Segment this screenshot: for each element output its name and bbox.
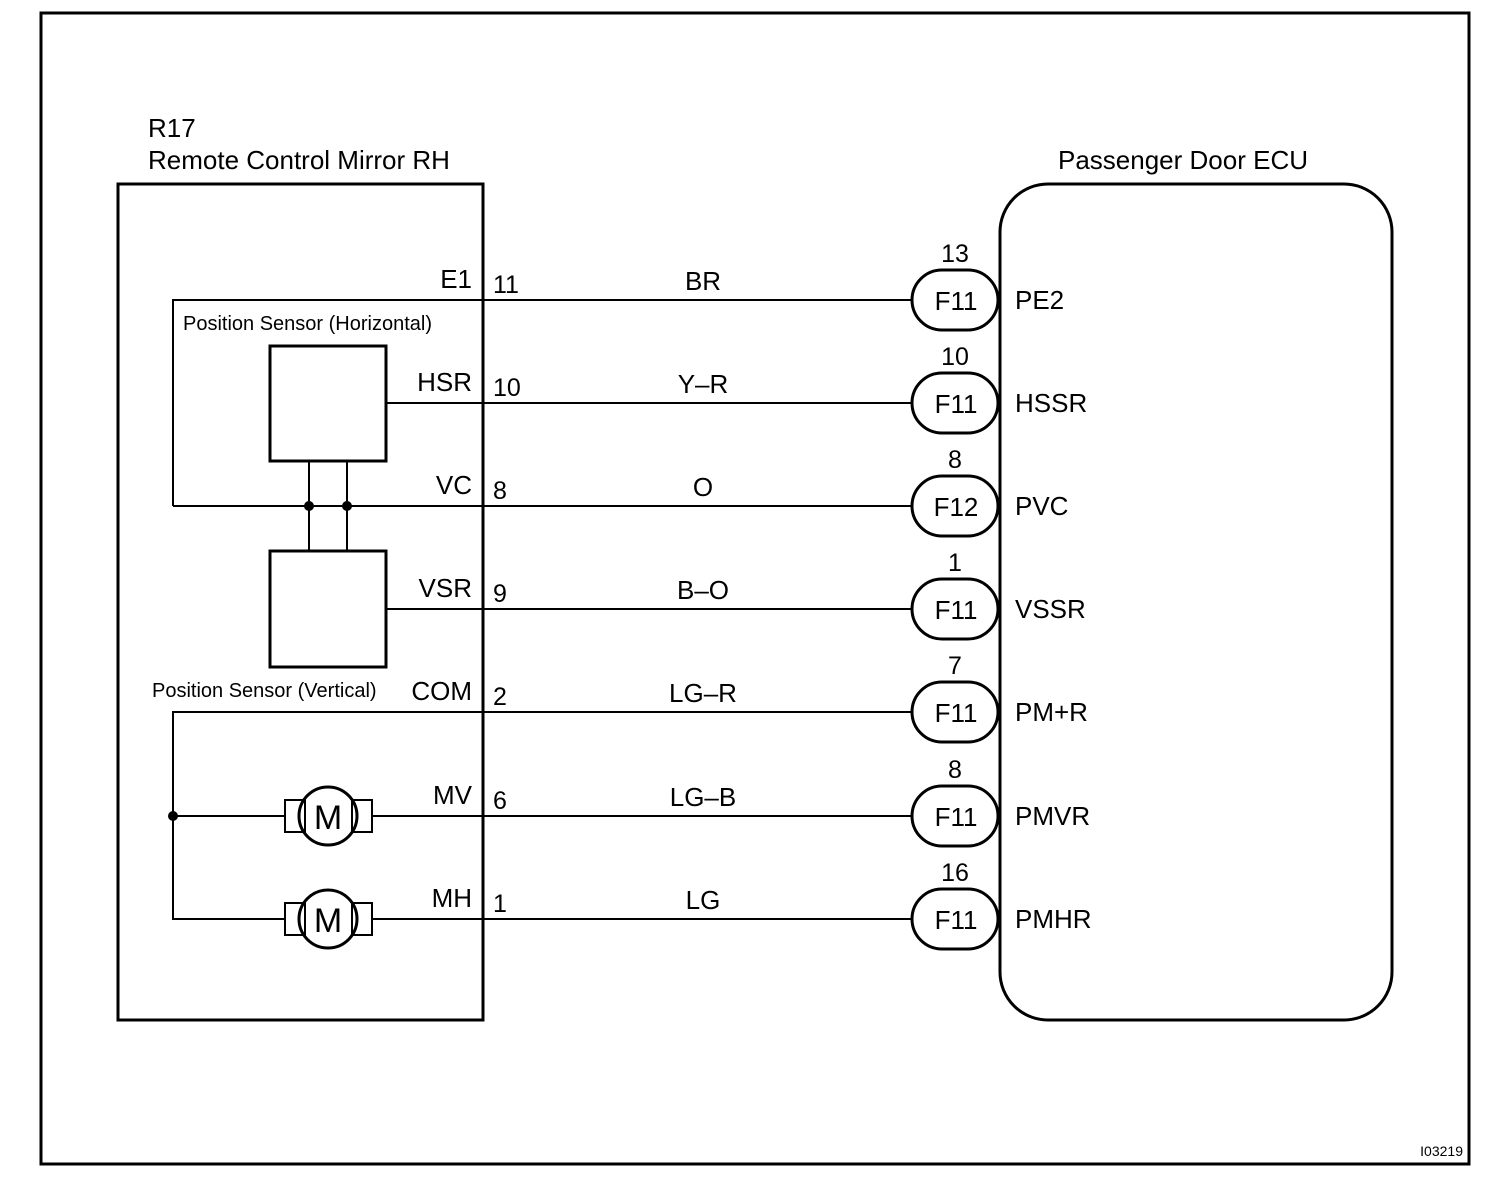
connector-capsule	[910, 474, 1000, 538]
motor-horizontal-symbol: M	[314, 902, 342, 940]
mirror-terminal-label: HSR	[417, 367, 472, 397]
connector-capsule	[910, 577, 1000, 641]
wire-color-label: BR	[685, 266, 721, 296]
ecu-terminal-label: PE2	[1015, 285, 1064, 315]
mirror-pin-number: 10	[493, 374, 521, 402]
ecu-terminal-label: PMHR	[1015, 904, 1092, 934]
mirror-pin-number: 2	[493, 683, 507, 711]
connector-code: F11	[935, 286, 978, 316]
sensor-horizontal-label: Position Sensor (Horizontal)	[183, 313, 432, 335]
wire-color-label: LG–R	[669, 678, 737, 708]
wire-color-label: B–O	[677, 575, 729, 605]
ecu-terminal-label: HSSR	[1015, 388, 1087, 418]
mirror-pin-number: 11	[493, 271, 519, 299]
connector-capsule	[910, 680, 1000, 744]
mirror-terminal-label: VC	[436, 470, 472, 500]
connector-code: F11	[935, 698, 978, 728]
connector-pin-number: 16	[941, 859, 969, 887]
motor-vertical-symbol: M	[314, 799, 342, 837]
wire-color-label: Y–R	[678, 369, 729, 399]
mirror-terminal-label: MH	[432, 883, 472, 913]
mirror-terminal-label: E1	[440, 264, 472, 294]
position-sensor-vertical	[268, 549, 388, 669]
connector-pin-number: 8	[948, 446, 962, 474]
connector-pin-number: 1	[948, 549, 962, 577]
mirror-pin-number: 6	[493, 787, 507, 815]
motor-horizontal: M	[284, 888, 373, 950]
mirror-pin-number: 8	[493, 477, 507, 505]
ecu-name: Passenger Door ECU	[1058, 145, 1308, 175]
mirror-name: Remote Control Mirror RH	[148, 145, 450, 175]
connector-code: F11	[935, 595, 978, 625]
ecu-terminal-label: PM+R	[1015, 697, 1088, 727]
connector-pin-number: 8	[948, 756, 962, 784]
connector-capsule	[910, 268, 1000, 332]
ecu-box	[998, 182, 1394, 1022]
mirror-pin-number: 1	[493, 890, 507, 918]
connector-code: F11	[935, 389, 978, 419]
connector-code: F11	[935, 802, 978, 832]
connector-code: F12	[934, 492, 979, 522]
ecu-terminal-label: PMVR	[1015, 801, 1090, 831]
mirror-terminal-label: MV	[433, 780, 473, 810]
ecu-terminal-label: PVC	[1015, 491, 1068, 521]
mirror-terminal-label: VSR	[419, 573, 472, 603]
connector-capsule	[910, 887, 1000, 951]
e1-internal-wire	[172, 299, 483, 506]
wire-color-label: LG	[686, 885, 721, 915]
sensor-vertical-label: Position Sensor (Vertical)	[152, 680, 377, 702]
mirror-component-box	[116, 182, 485, 1022]
mirror-terminal-label: COM	[411, 676, 472, 706]
wire-color-label: LG–B	[670, 782, 737, 812]
connector-pin-number: 13	[941, 240, 969, 268]
drawing-id: I03219	[1420, 1143, 1463, 1159]
diagram-frame	[39, 11, 1471, 1166]
connector-pin-number: 10	[941, 343, 969, 371]
connector-code: F11	[935, 905, 978, 935]
ecu-terminal-label: VSSR	[1015, 594, 1086, 624]
motor-vertical: M	[284, 785, 373, 847]
connector-capsule	[910, 784, 1000, 848]
connector-pin-number: 7	[948, 652, 962, 680]
mirror-pin-number: 9	[493, 580, 507, 608]
position-sensor-horizontal	[268, 344, 388, 463]
wire-color-label: O	[693, 472, 713, 502]
mirror-code: R17	[148, 113, 196, 143]
connector-capsule	[910, 371, 1000, 435]
